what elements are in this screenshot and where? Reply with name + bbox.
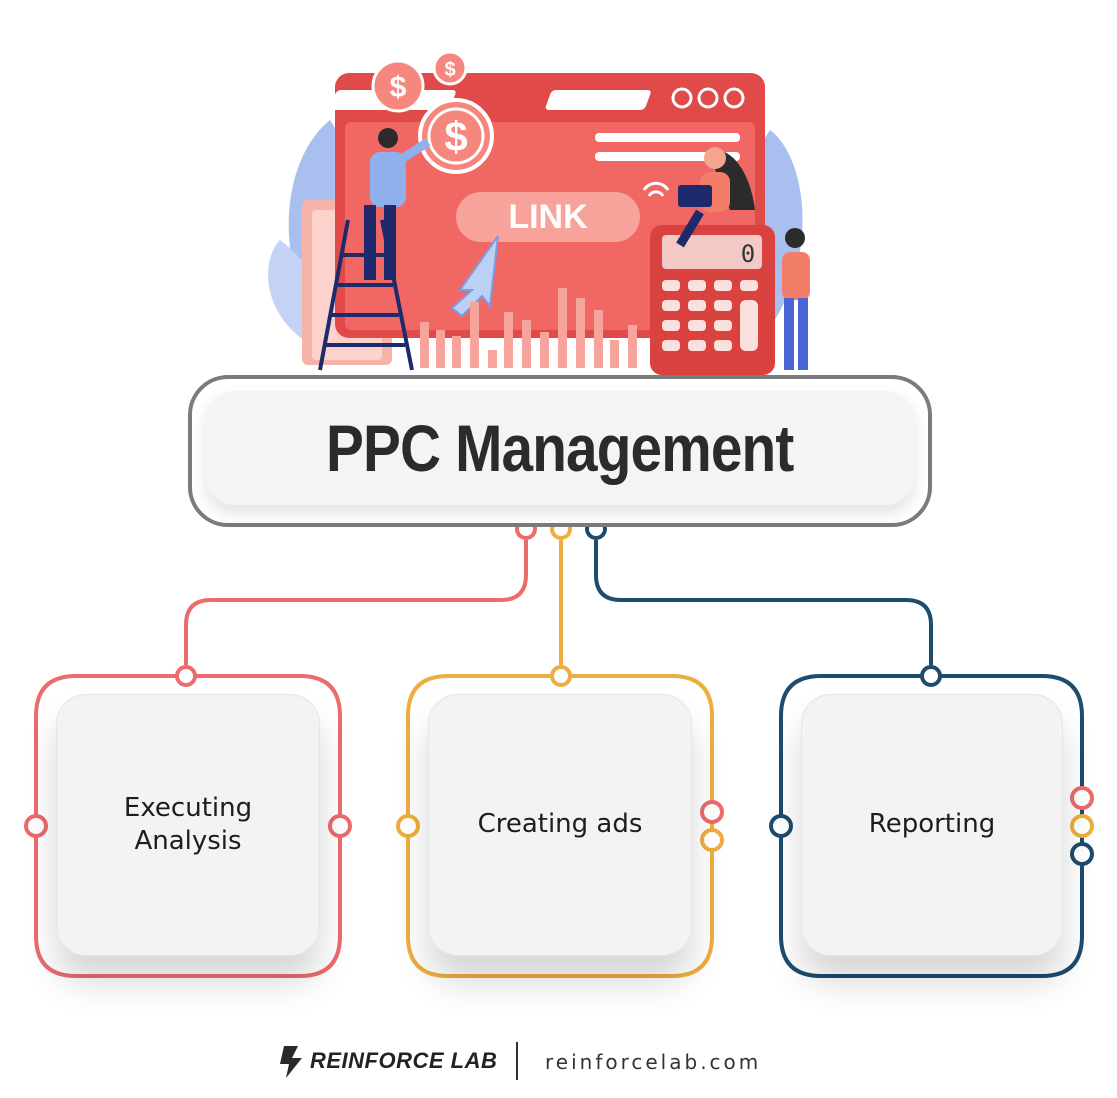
ppc-illustration: LINK $ $ $ <box>268 50 810 375</box>
node-navy-card <box>920 665 942 687</box>
bar-graphic <box>420 288 637 368</box>
card-reporting: Reporting <box>801 694 1063 956</box>
footer: REINFORCE LAB reinforcelab.com <box>0 1038 1117 1088</box>
title-inner: PPC Management <box>206 391 914 505</box>
dollar-coin-large-icon: $ <box>418 98 494 174</box>
website-link[interactable]: reinforcelab.com <box>545 1050 762 1074</box>
footer-divider <box>516 1042 518 1080</box>
svg-text:$: $ <box>444 113 467 160</box>
link-label: LINK <box>508 198 588 236</box>
man-on-ladder-figure <box>364 128 431 280</box>
card-label: Creating ads <box>477 809 643 840</box>
cursor-icon <box>450 235 499 318</box>
wifi-icon <box>642 181 670 197</box>
card-executing-analysis: Executing Analysis <box>56 694 320 956</box>
frame-executing-analysis <box>34 674 342 978</box>
dollar-coin-icon: $ <box>371 59 425 113</box>
reinforce-lab-logo-icon <box>280 1046 302 1078</box>
node-red-card <box>175 665 197 687</box>
link-button <box>456 192 640 242</box>
card-label: Executing Analysis <box>123 792 253 856</box>
connector-navy <box>594 540 933 665</box>
frame-reporting <box>779 674 1084 978</box>
page-title: PPC Management <box>326 411 794 485</box>
man-standing-figure <box>782 228 810 370</box>
frame-creating-ads <box>406 674 714 978</box>
title-box: PPC Management <box>188 375 932 527</box>
dollar-coin-small-icon: $ <box>432 50 468 86</box>
brand-name: REINFORCE LAB <box>310 1048 498 1073</box>
svg-text:$: $ <box>390 71 407 104</box>
calculator: 0 <box>650 225 775 375</box>
svg-text:$: $ <box>444 59 455 81</box>
woman-with-laptop-figure <box>676 147 755 248</box>
svg-text:0: 0 <box>741 240 755 268</box>
connector-red <box>184 540 528 665</box>
card-label: Reporting <box>868 809 996 840</box>
node-orange-card <box>550 665 572 687</box>
card-creating-ads: Creating ads <box>428 694 692 956</box>
